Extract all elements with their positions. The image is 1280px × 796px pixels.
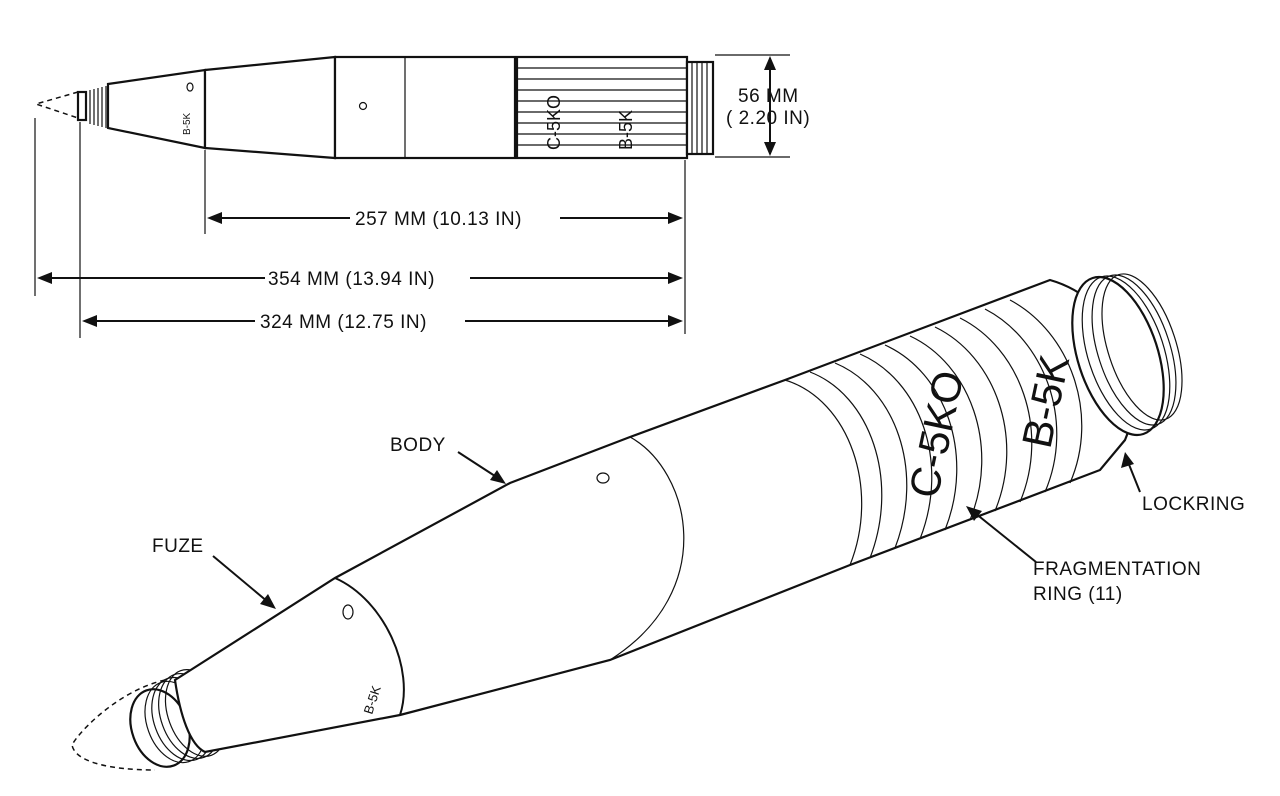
iso-ring-start bbox=[784, 379, 863, 566]
iso-body-seam bbox=[609, 436, 685, 661]
diameter-mm-label: 56 MM bbox=[738, 86, 799, 107]
side-fuze-threads bbox=[76, 86, 107, 128]
iso-lockring bbox=[1071, 273, 1183, 437]
side-lockring bbox=[685, 60, 715, 156]
frag-callout-line1: FRAGMENTATION bbox=[1033, 559, 1201, 580]
lockring-callout: LOCKRING bbox=[1142, 494, 1245, 515]
length-257-label: 257 MM (10.13 IN) bbox=[355, 209, 522, 230]
length-354-label: 354 MM (13.94 IN) bbox=[268, 269, 435, 290]
diameter-in-label: ( 2.20 IN) bbox=[726, 108, 810, 129]
length-324-label: 324 MM (12.75 IN) bbox=[260, 312, 427, 333]
side-body-ogive bbox=[203, 55, 337, 160]
frag-callout-line2: RING (11) bbox=[1033, 584, 1123, 605]
iso-fuze-joint bbox=[334, 577, 405, 716]
side-ring-mark-1: C-5KO bbox=[544, 95, 564, 150]
iso-frag-rings bbox=[809, 299, 1083, 559]
body-callout: BODY bbox=[390, 435, 446, 456]
side-frag-rings bbox=[515, 55, 689, 160]
iso-body bbox=[173, 278, 1135, 754]
side-view: B-5K C-5KO B-5K bbox=[33, 54, 810, 338]
side-fuze bbox=[106, 68, 207, 150]
side-body-cylinder bbox=[333, 55, 517, 160]
side-tip-outline bbox=[33, 91, 79, 119]
perspective-view: B-5K C-5KO B-5K BODY FUZE LOCKRING FRAGM… bbox=[71, 273, 1245, 771]
fuze-callout: FUZE bbox=[152, 536, 204, 557]
iso-tip-outline bbox=[71, 679, 166, 771]
side-fuze-mark: B-5K bbox=[182, 112, 193, 135]
side-ring-mark-2: B-5K bbox=[616, 110, 636, 150]
side-fuze-hole bbox=[186, 82, 194, 92]
